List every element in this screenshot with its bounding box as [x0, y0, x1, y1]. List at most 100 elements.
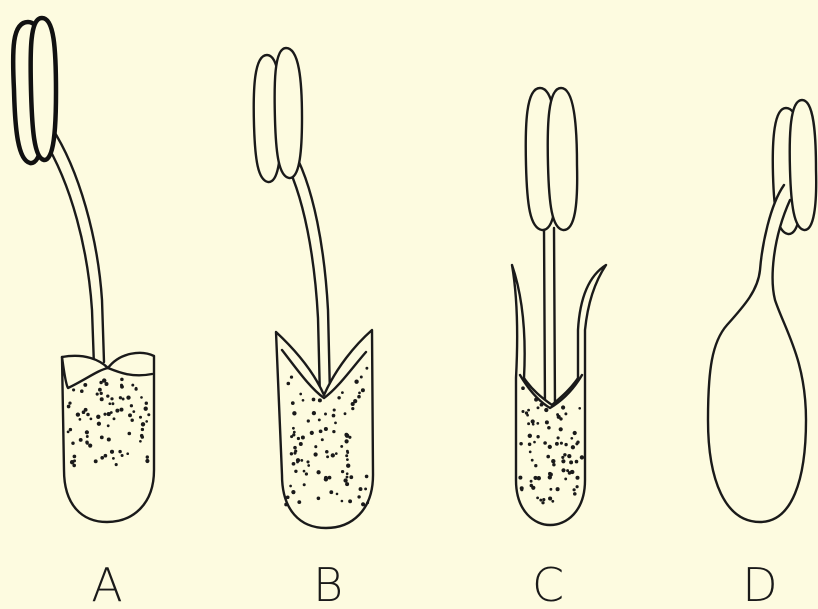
stipple-dot: [518, 476, 522, 480]
stipple-dot: [564, 443, 567, 446]
stipple-dot: [100, 397, 104, 401]
stipple-dot: [97, 422, 101, 426]
stipple-dot: [73, 459, 76, 462]
stipple-dot: [303, 470, 306, 473]
stipple-dot: [96, 393, 99, 396]
stipple-dot: [324, 477, 328, 481]
stipple-dot: [318, 398, 322, 402]
stipple-dot: [333, 408, 336, 411]
stipple-dot: [317, 497, 321, 501]
stipple-dot: [346, 458, 349, 461]
stipple-dot: [299, 442, 303, 446]
stipple-dot: [561, 468, 565, 472]
stipple-dot: [542, 498, 545, 501]
stipple-dot: [348, 499, 352, 503]
stipple-dot: [527, 422, 530, 425]
stipple-dot: [548, 496, 552, 500]
stipple-dot: [126, 452, 129, 455]
stipple-dot: [286, 495, 290, 499]
stipple-dot: [141, 435, 144, 438]
stipple-dot: [132, 410, 135, 413]
stipple-dot: [343, 478, 347, 482]
stipple-dot: [300, 459, 303, 462]
stipple-dot: [305, 472, 308, 475]
stipple-dot: [556, 487, 560, 491]
stipple-dot: [325, 450, 329, 454]
panel-d-filament-body: [708, 185, 806, 522]
stipple-dot: [365, 367, 368, 370]
stipple-dot: [549, 473, 553, 477]
stipple-dot: [141, 422, 145, 426]
panel-a-sac: [62, 353, 154, 522]
stipple-dot: [340, 445, 343, 448]
stipple-dot: [79, 418, 82, 421]
stipple-dot: [107, 424, 110, 427]
stipple-dot: [346, 472, 349, 475]
stipple-dot: [302, 399, 305, 402]
stipple-dot: [551, 459, 555, 463]
stipple-dot: [521, 410, 524, 413]
stipple-dot: [303, 483, 306, 486]
stipple-dot: [520, 488, 523, 491]
stipple-dot: [294, 470, 297, 473]
stipple-dot: [529, 451, 532, 454]
stipple-dot: [576, 441, 579, 444]
stipple-dot: [292, 462, 296, 466]
stipple-dot: [547, 426, 551, 430]
stipple-dot: [128, 413, 132, 417]
stipple-dot: [139, 416, 142, 419]
stipple-dot: [85, 441, 88, 444]
stipple-dot: [575, 460, 579, 464]
stipple-dot: [531, 459, 534, 462]
stipple-dot: [107, 437, 111, 441]
stipple-dot: [525, 411, 528, 414]
stipple-dot: [130, 404, 133, 407]
stipple-dot: [576, 485, 579, 488]
stipple-dot: [293, 452, 296, 455]
stipple-dot: [104, 382, 108, 386]
stipple-dot: [561, 405, 565, 409]
panel-a-anther: [13, 18, 56, 163]
stipple-dot: [112, 457, 115, 460]
panel-label-b: B: [313, 558, 343, 609]
stipple-dot: [69, 428, 72, 431]
stipple-dot: [527, 409, 530, 412]
panel-c-drawing: [512, 88, 606, 525]
stipple-dot: [292, 427, 295, 430]
stipple-dot: [357, 495, 360, 498]
stipple-dot: [321, 438, 324, 441]
stipple-dot: [128, 432, 132, 436]
stipple-dot: [291, 401, 295, 405]
stipple-dot: [312, 398, 316, 402]
stipple-dot: [121, 454, 124, 457]
stipple-dot: [100, 456, 104, 460]
stipple-dot: [551, 500, 554, 503]
stipple-dot: [567, 454, 571, 458]
stipple-dot: [336, 493, 339, 496]
stipple-dot: [144, 407, 148, 411]
stipple-dot: [146, 455, 149, 458]
stipple-dot: [83, 383, 87, 387]
stipple-dot: [557, 436, 560, 439]
stipple-dot: [540, 403, 544, 407]
stipple-dot: [536, 497, 539, 500]
stipple-dot: [113, 417, 116, 420]
stipple-dot: [337, 396, 340, 399]
stipple-dot: [301, 436, 305, 440]
stipple-dot: [71, 441, 74, 444]
stipple-dot: [531, 419, 535, 423]
stipple-dot: [67, 431, 70, 434]
stipple-dot: [145, 420, 148, 423]
stipple-dot: [299, 393, 302, 396]
stipple-dot: [115, 463, 118, 466]
stipple-dot: [365, 475, 369, 479]
stipple-dot: [573, 431, 577, 435]
stipple-dot: [359, 487, 363, 491]
stipple-dot: [543, 441, 547, 445]
stipple-dot: [287, 382, 291, 386]
stipple-dot: [345, 439, 349, 443]
stipple-dot: [99, 381, 102, 384]
stipple-dot: [73, 455, 76, 458]
stipple-dot: [545, 420, 549, 424]
stipple-dot: [145, 459, 149, 463]
